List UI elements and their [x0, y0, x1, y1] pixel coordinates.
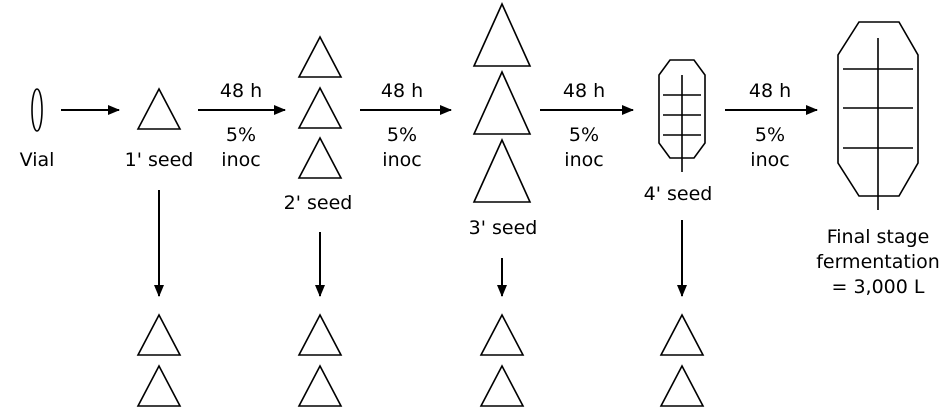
final-label-line3: = 3,000 L	[832, 276, 925, 298]
transfer3-unit: inoc	[564, 149, 603, 171]
transfer2-time: 48 h	[381, 80, 423, 102]
seed1-flask	[136, 87, 182, 130]
seed2-flask-bottom	[297, 136, 343, 179]
bottom-flask-2b	[297, 364, 343, 407]
seed3-label: 3' seed	[469, 217, 538, 239]
transfer1-amount: 5%	[226, 124, 256, 146]
transfer3-amount: 5%	[569, 124, 599, 146]
seed2-label: 2' seed	[284, 192, 353, 214]
bottom-flask-2a	[297, 313, 343, 356]
seed4-label: 4' seed	[644, 183, 713, 205]
seed3-flask-middle	[472, 70, 532, 135]
transfer4-time: 48 h	[749, 80, 791, 102]
final-label-line2: fermentation	[816, 251, 940, 273]
vial-label: Vial	[20, 149, 55, 171]
transfer2-amount: 5%	[387, 124, 417, 146]
bottom-flask-1b	[136, 364, 182, 407]
transfer1-time: 48 h	[220, 80, 262, 102]
bottom-flask-3a	[479, 313, 525, 356]
final-fermenter	[837, 21, 919, 197]
seed2-flask-top	[297, 35, 343, 78]
bottom-flask-4a	[659, 313, 705, 356]
bottom-flask-1a	[136, 313, 182, 356]
vial-shape	[31, 88, 43, 132]
seed3-flask-top	[472, 2, 532, 67]
seed2-flask-middle	[297, 86, 343, 129]
bottom-flask-3b	[479, 364, 525, 407]
seed4-fermenter	[658, 59, 706, 159]
transfer2-unit: inoc	[382, 149, 421, 171]
bottom-flask-4b	[659, 364, 705, 407]
seed3-flask-bottom	[472, 138, 532, 203]
transfer3-time: 48 h	[563, 80, 605, 102]
transfer1-unit: inoc	[221, 149, 260, 171]
transfer4-unit: inoc	[750, 149, 789, 171]
final-label-line1: Final stage	[827, 226, 930, 248]
transfer4-amount: 5%	[755, 124, 785, 146]
seed1-label: 1' seed	[125, 149, 194, 171]
